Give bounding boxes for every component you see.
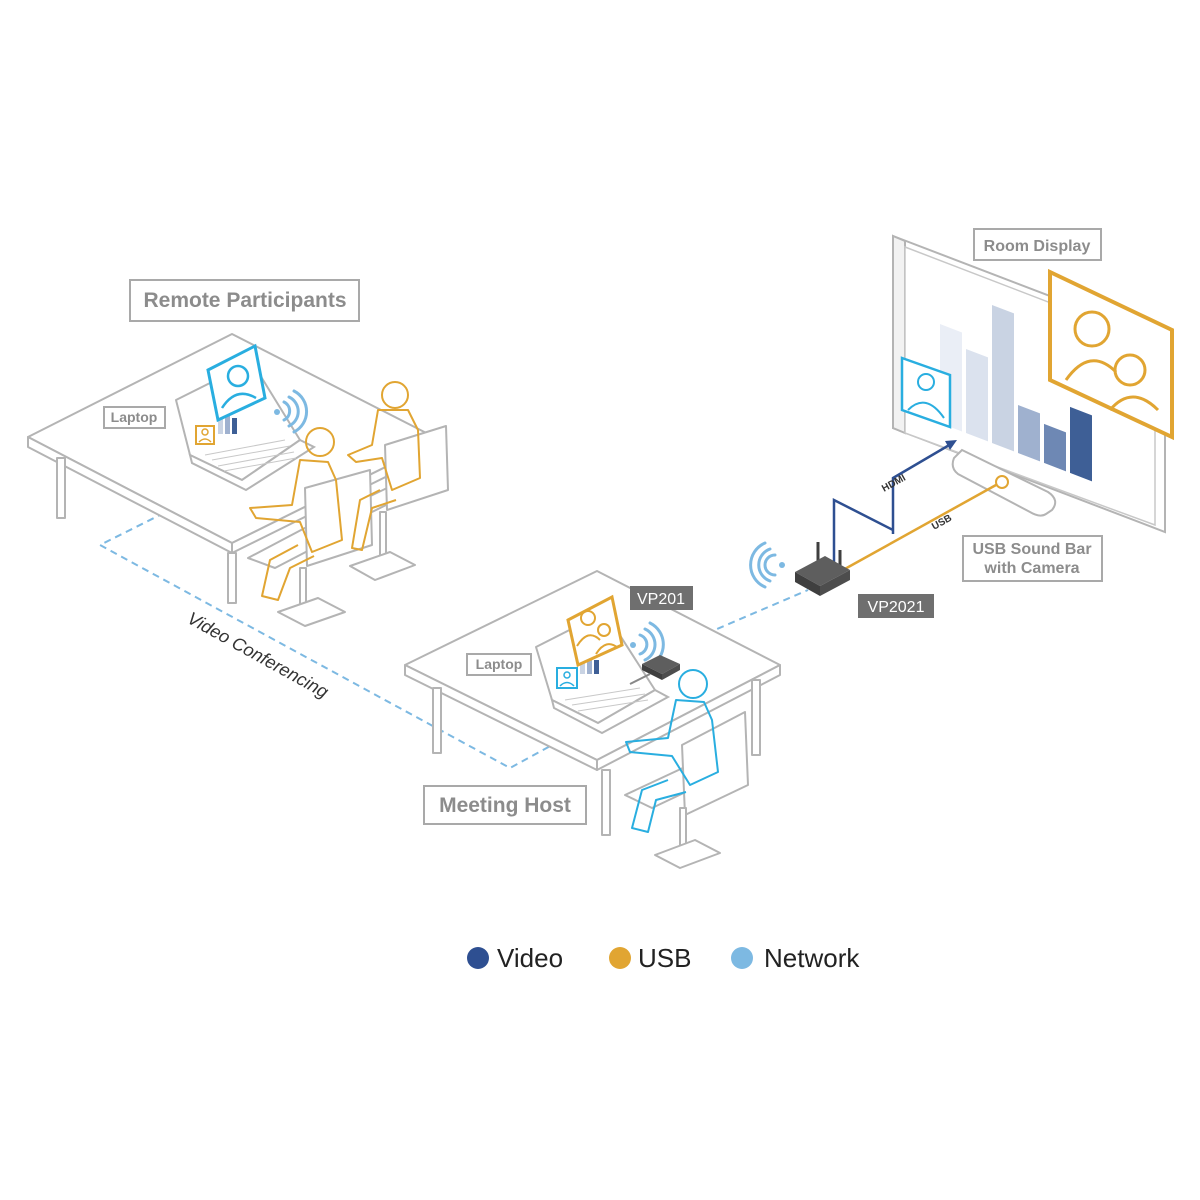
remote-person-front xyxy=(249,427,343,601)
svg-text:VP2021: VP2021 xyxy=(868,599,925,616)
legend: Video USB Network xyxy=(467,943,860,973)
host-laptop xyxy=(535,611,671,735)
remote-person-back xyxy=(347,381,421,551)
legend-item-usb: USB xyxy=(609,943,691,973)
vp2021-label: VP2021 xyxy=(858,594,934,618)
host-laptop-label: Laptop xyxy=(466,653,532,676)
svg-text:Laptop: Laptop xyxy=(476,656,523,672)
usb-sound-bar xyxy=(951,448,1057,517)
legend-item-video: Video xyxy=(467,943,563,973)
display-bar-4 xyxy=(1018,404,1040,462)
wifi-icon xyxy=(274,389,308,434)
host-table xyxy=(404,570,781,836)
vp201-device xyxy=(629,655,680,685)
hdmi-connection: HDMI xyxy=(832,440,957,562)
host-chair xyxy=(624,711,749,869)
remote-chair-back xyxy=(349,425,449,581)
svg-text:Laptop: Laptop xyxy=(111,409,158,425)
svg-text:USB Sound Bar: USB Sound Bar xyxy=(972,541,1091,558)
person-icon xyxy=(226,364,250,388)
display-network-thumb xyxy=(900,356,952,429)
svg-text:Network: Network xyxy=(764,943,860,973)
svg-text:Remote Participants: Remote Participants xyxy=(143,289,346,312)
remote-participants-label: Remote Participants xyxy=(129,279,360,322)
wifi-icon xyxy=(749,541,785,589)
vp2021-device xyxy=(795,542,850,596)
room-display-label: Room Display xyxy=(973,228,1102,261)
svg-text:Room Display: Room Display xyxy=(984,238,1091,255)
svg-text:Video: Video xyxy=(497,943,563,973)
legend-swatch-usb xyxy=(609,947,631,969)
remote-laptop-label: Laptop xyxy=(103,406,166,429)
host-usb-camera-screen xyxy=(566,594,624,668)
remote-chair-front xyxy=(247,469,373,627)
legend-item-network: Network xyxy=(731,943,860,973)
svg-text:VP201: VP201 xyxy=(637,591,685,608)
meeting-host-label: Meeting Host xyxy=(423,785,587,825)
legend-swatch-network xyxy=(731,947,753,969)
display-bar-6 xyxy=(1070,406,1092,482)
display-usb-camera-feed xyxy=(1048,268,1174,441)
svg-text:USB: USB xyxy=(638,943,691,973)
legend-swatch-video xyxy=(467,947,489,969)
svg-text:Meeting Host: Meeting Host xyxy=(439,794,571,817)
sound-bar-label: USB Sound Bar with Camera xyxy=(962,535,1103,582)
remote-laptop xyxy=(175,361,317,492)
usb-cable-label: USB xyxy=(930,513,954,533)
host-person xyxy=(625,669,719,833)
display-bar-5 xyxy=(1044,423,1066,472)
svg-text:with Camera: with Camera xyxy=(983,560,1079,577)
display-bar-2 xyxy=(966,348,988,442)
display-bar-3 xyxy=(992,304,1014,452)
remote-video-screen xyxy=(206,343,267,423)
vp201-label: VP201 xyxy=(630,586,693,610)
